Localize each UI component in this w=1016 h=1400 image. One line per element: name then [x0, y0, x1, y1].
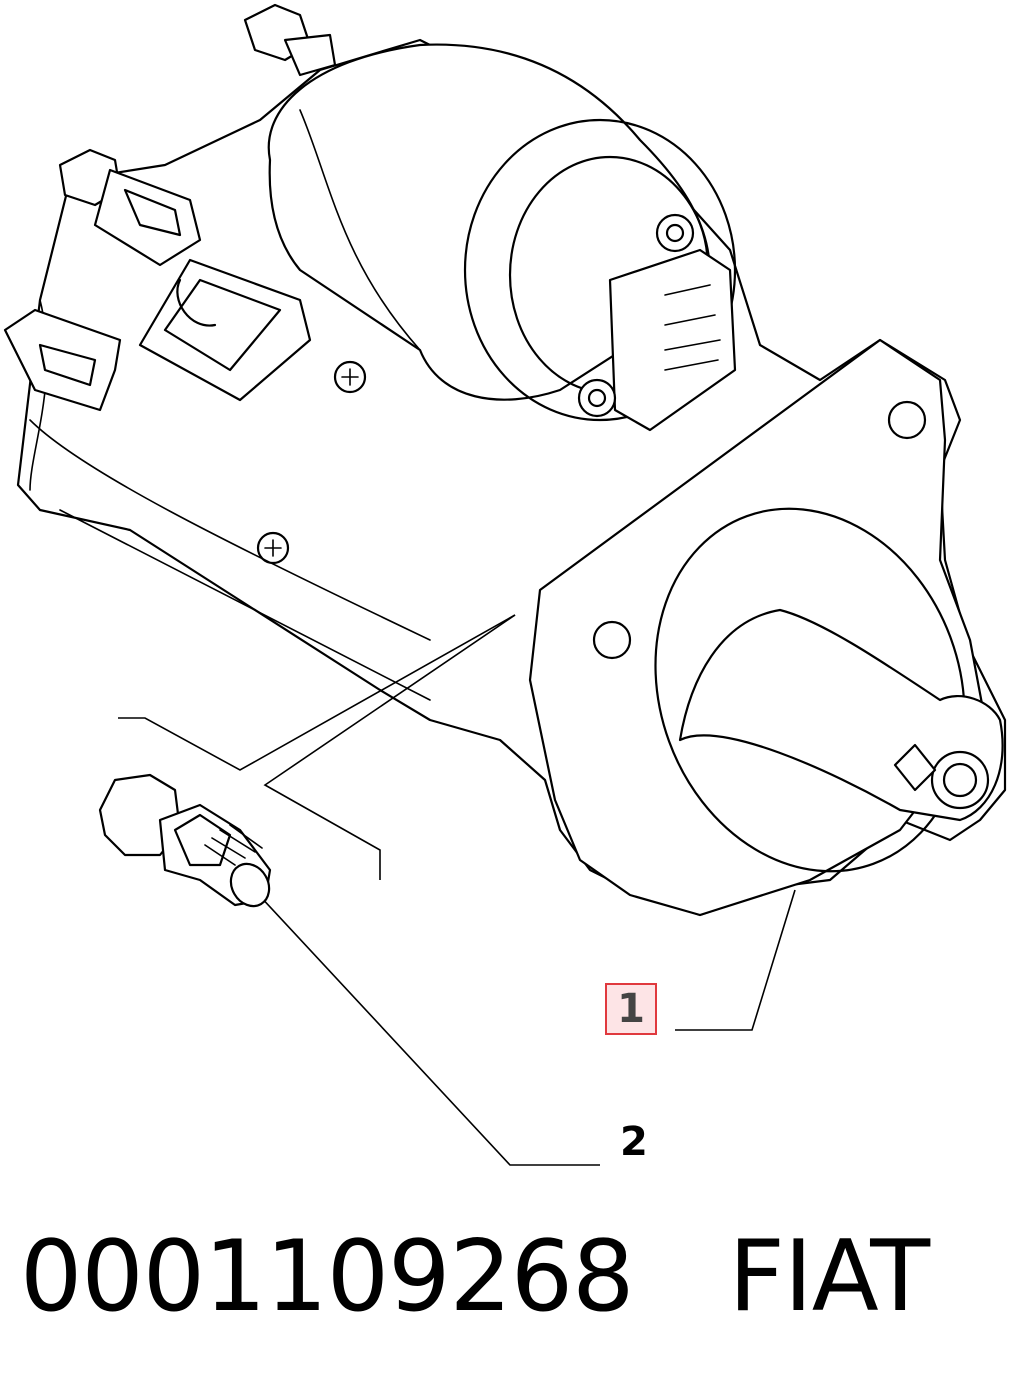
part-1-leader [675, 889, 796, 1031]
part-1-callout[interactable]: 1 [605, 983, 657, 1035]
part-number: 0001109268 [20, 1220, 635, 1334]
starter-motor [3, 3, 1007, 917]
part-2-leaders [118, 614, 600, 1166]
bolt-part-2 [98, 773, 272, 908]
brand-name: FIAT [728, 1220, 931, 1334]
part-2-callout[interactable]: 2 [620, 1119, 648, 1165]
